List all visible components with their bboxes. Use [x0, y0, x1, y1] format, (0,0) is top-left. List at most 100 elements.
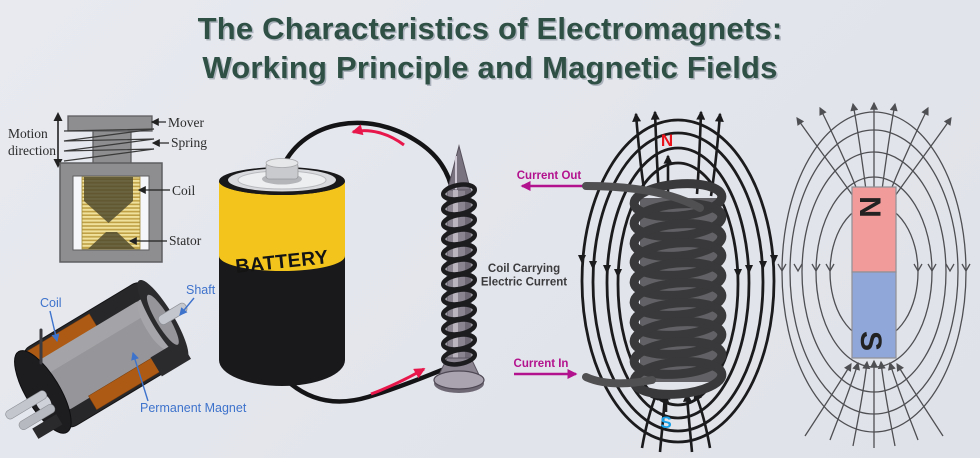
page-title-line1: The Characteristics of Electromagnets: — [197, 11, 783, 46]
motor-shaft-arrow — [179, 297, 195, 316]
down-arrow-icon — [589, 261, 597, 270]
motion-arrow-down-icon — [53, 159, 63, 168]
down-chevron-icon — [945, 263, 955, 273]
field-line — [877, 360, 896, 447]
nail-head — [433, 370, 485, 390]
motor-notch — [32, 414, 63, 439]
motor-magnet-label: Permanent Magnet — [140, 401, 247, 415]
coil-caption-line1: Coil Carrying — [488, 263, 560, 275]
down-arrow-icon — [759, 261, 767, 270]
plunger — [84, 177, 133, 223]
motor-cutaway: Coil Shaft Permanent Magnet — [5, 279, 247, 439]
down-chevron-icon — [811, 263, 821, 273]
coil-turn — [629, 278, 727, 320]
solenoid-side-arrows — [578, 255, 778, 278]
nail-wire-wraps — [440, 182, 478, 367]
down-chevron-icon — [793, 263, 803, 273]
field-line — [894, 117, 952, 197]
down-arrow-icon — [745, 265, 753, 274]
battery: BATTERY — [219, 158, 345, 386]
down-arrow-icon — [614, 269, 622, 278]
magnet-north-label: N — [853, 196, 886, 218]
down-chevron-icon — [961, 263, 971, 273]
field-line — [796, 117, 854, 197]
motion-direction-label-line2: direction — [8, 143, 56, 158]
coil-caption-line2: Electric Current — [481, 277, 567, 289]
battery-nail-circuit: BATTERY — [219, 120, 485, 404]
field-line — [850, 102, 867, 191]
field-loop — [605, 146, 751, 420]
motor-pin-1 — [5, 390, 47, 420]
coil-turn — [629, 179, 727, 221]
motor-magnet-arrow — [131, 351, 149, 402]
down-arrow-icon — [578, 255, 586, 264]
field-loop — [580, 118, 776, 444]
bar-magnet-diagram: N S — [777, 101, 971, 448]
coil-turn — [629, 258, 727, 300]
motor-body — [5, 279, 192, 439]
current-labels: Current Out Current In Coil Carrying Ele… — [481, 170, 584, 379]
coil-turn — [629, 298, 727, 340]
field-line — [881, 102, 898, 191]
actuator-schematic: Motion direction Mover Spring Coil Stato… — [8, 112, 207, 263]
field-line — [632, 112, 647, 197]
field-line — [829, 361, 860, 441]
solenoid-coil-turns — [629, 179, 727, 399]
solenoid-field-diagram: N S — [578, 110, 778, 453]
stator-label: Stator — [169, 233, 202, 248]
motion-arrow-up-icon — [53, 112, 63, 121]
nail — [433, 144, 485, 393]
battery-yellow-band — [219, 181, 345, 271]
down-chevron-icon — [927, 263, 937, 273]
field-line — [682, 392, 694, 453]
down-chevron-icon — [777, 263, 787, 273]
motor-coil-label: Coil — [40, 296, 62, 310]
field-line — [888, 361, 919, 441]
coil-label: Coil — [172, 183, 196, 198]
current-arrow-bottom — [370, 367, 426, 396]
magnet-top-field-lines — [796, 101, 952, 197]
mover-label: Mover — [168, 115, 204, 130]
magnet-side-arrows — [777, 263, 971, 273]
field-line — [889, 106, 929, 193]
coil-turn — [629, 317, 727, 359]
current-out-label: Current Out — [517, 170, 582, 182]
motor-core-highlight — [36, 299, 150, 376]
solenoid-field-loops — [580, 118, 776, 444]
motor-permanent-magnet-core — [38, 301, 169, 410]
field-line — [896, 362, 944, 437]
circuit-wire-top — [280, 120, 456, 197]
solenoid-south-label: S — [660, 413, 671, 432]
page-title-line2: Working Principle and Magnetic Fields — [202, 50, 778, 85]
battery-button-top — [265, 158, 299, 168]
current-in-label: Current In — [514, 358, 569, 370]
down-arrow-icon — [770, 255, 778, 264]
motor-coil-arrow — [49, 310, 60, 343]
motion-direction-label-line1: Motion — [8, 126, 48, 141]
motor-pin-2 — [18, 404, 56, 430]
field-line — [852, 360, 871, 447]
field-loop — [591, 131, 765, 433]
wire-wrap — [440, 347, 478, 367]
solenoid-wire-out — [582, 182, 704, 212]
coil-turn — [629, 238, 727, 280]
motor-shaft-label: Shaft — [186, 283, 216, 297]
solenoid-north-label: N — [661, 131, 673, 150]
coil-turn — [629, 199, 727, 241]
down-chevron-icon — [825, 263, 835, 273]
field-loop — [616, 161, 740, 407]
down-arrow-icon — [734, 269, 742, 278]
coil-turn — [629, 337, 727, 379]
field-line — [804, 362, 852, 437]
coil-turn — [629, 219, 727, 261]
stator-core-vee — [88, 232, 135, 249]
magnet-bottom-field-lines — [804, 359, 944, 448]
down-arrow-icon — [603, 265, 611, 274]
field-line — [819, 106, 859, 193]
magnet-south-label: S — [854, 331, 887, 351]
current-arrow-top — [351, 124, 405, 147]
solenoid-wire-in — [582, 373, 656, 388]
magnet-south-pole — [851, 271, 897, 359]
